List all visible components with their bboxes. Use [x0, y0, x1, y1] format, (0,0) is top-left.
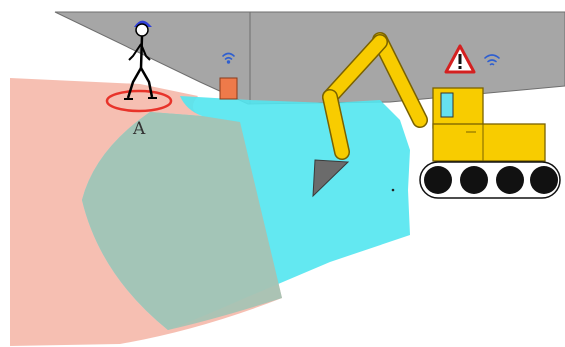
person-label: A — [132, 119, 146, 139]
excavator-body — [432, 123, 546, 162]
excavator-window — [440, 92, 454, 118]
excavator-bucket — [312, 159, 350, 198]
marker-dot — [391, 188, 395, 192]
overlap-zone — [82, 112, 282, 330]
excavator-track — [419, 161, 561, 199]
excavator-icon — [312, 32, 561, 199]
wifi-icon — [484, 54, 500, 66]
person-head — [135, 23, 149, 37]
sensor-icon — [219, 77, 238, 100]
building-overhang — [54, 11, 565, 105]
person-icon — [105, 20, 173, 113]
wifi-icon — [222, 52, 235, 64]
warning-icon — [444, 44, 476, 74]
person-ground-ring — [105, 89, 173, 113]
